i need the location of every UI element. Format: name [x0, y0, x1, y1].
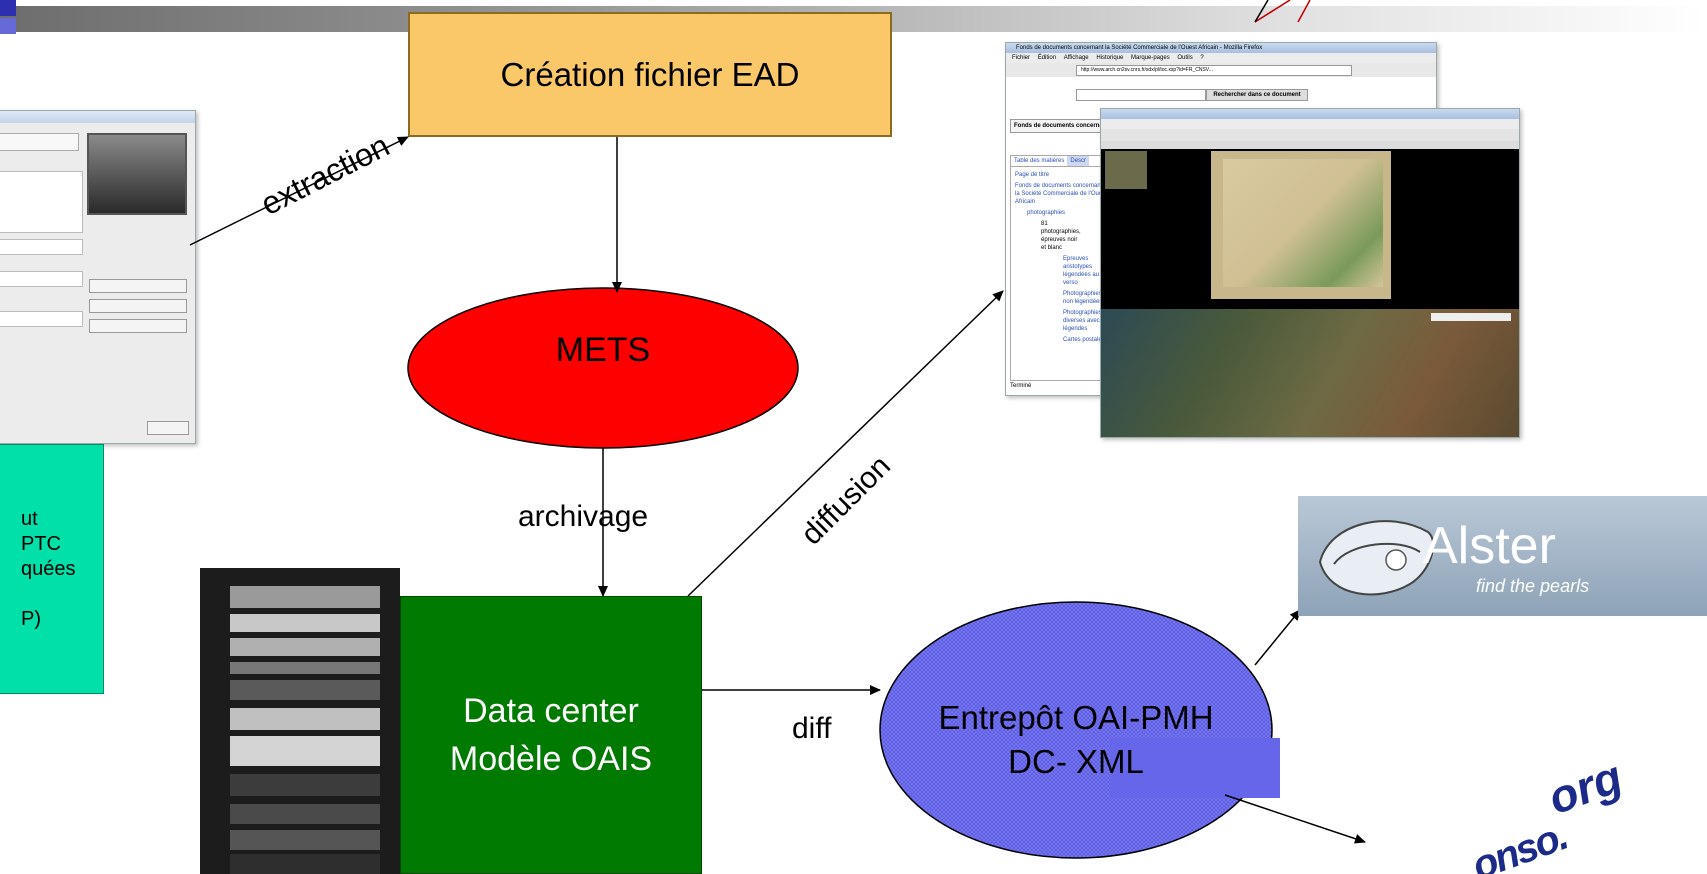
ead-creation-box: Création fichier EAD [408, 12, 892, 137]
mets-label-box: METS [408, 320, 798, 380]
toc-item[interactable]: Fonds de documents concernant la Société… [1015, 183, 1107, 205]
oaister-logo: Alster find the pearls [1298, 496, 1707, 616]
accent-square [0, 0, 16, 16]
menu-item[interactable]: Affichage [1063, 55, 1089, 61]
mets-label: METS [555, 330, 651, 369]
oaister-tagline: find the pearls [1476, 576, 1590, 596]
entrepot-line2: DC- XML [1008, 743, 1144, 780]
status-text: Terminé [1010, 383, 1032, 389]
map-viewer-screenshot [1100, 108, 1520, 438]
tab-description[interactable]: Descr [1067, 156, 1090, 166]
menu-item[interactable]: Marque-pages [1131, 55, 1170, 61]
menu-item[interactable]: Édition [1037, 55, 1057, 61]
top-red-shape [1254, 0, 1311, 23]
datacenter-line1: Data center [463, 692, 639, 730]
toc-item[interactable]: Page de titre [1015, 172, 1050, 178]
window-title: Fonds de documents concernant la Société… [1006, 43, 1436, 53]
org-logo: onso. org [1466, 749, 1629, 874]
green-note-line: ut [21, 507, 38, 530]
green-note-box: ut PTC quées P) [0, 444, 104, 694]
ead-creation-label: Création fichier EAD [500, 55, 800, 93]
extraction-arrow [189, 136, 409, 246]
org-text: org [1541, 749, 1629, 825]
toc-item[interactable]: Epreuves aristotypes légendées au verso [1063, 256, 1100, 286]
diffusion-arrow [687, 290, 1004, 597]
oyster-shell-icon [1318, 520, 1435, 596]
datacenter-line2: Modèle OAIS [449, 740, 653, 778]
entrepot-inner-rect [1110, 738, 1280, 798]
oaister-name: Alster [1423, 517, 1556, 575]
menu-item[interactable]: Historique [1096, 55, 1124, 61]
toc-panel: Table des matières Descr Page de titre F… [1010, 155, 1112, 381]
green-note-line: PTC [21, 532, 61, 555]
nav-toolbar: http://www.arch.cn2sv.cnrs.fr/sdx/pl/toc… [1006, 63, 1436, 77]
search-input[interactable] [1076, 89, 1206, 101]
datacenter-box: Data center Modèle OAIS [400, 596, 702, 874]
entrepot-line1: Entrepôt OAI-PMH [938, 699, 1214, 736]
entrepot-label-box: Entrepôt OAI-PMH DC- XML [880, 690, 1272, 790]
menu-item[interactable]: ? [1200, 55, 1204, 61]
toc-item[interactable]: Photographies non légendées [1063, 291, 1103, 305]
org-arrow [1224, 794, 1366, 844]
accent-square-light [0, 18, 16, 34]
server-rack-photo [200, 568, 400, 874]
menu-item[interactable]: Fichier [1012, 55, 1031, 61]
menu-bar: Fichier Édition Affichage Historique Mar… [1006, 53, 1436, 63]
toc-item[interactable]: Photographies diverses avec légendes [1063, 310, 1102, 332]
archivage-label: archivage [518, 500, 649, 533]
url-bar[interactable]: http://www.arch.cn2sv.cnrs.fr/sdx/pl/toc… [1076, 65, 1352, 76]
metadata-dialog-screenshot [0, 110, 196, 444]
menu-item[interactable]: Outils [1177, 55, 1193, 61]
top-red-outline [1254, 0, 1269, 23]
toc-item[interactable]: Cartes postales [1063, 337, 1105, 343]
green-note-line: P) [21, 607, 41, 630]
toc-item[interactable]: 81 photographies, épreuves noir et blanc [1041, 221, 1081, 251]
oaister-arrow [1254, 609, 1301, 666]
search-document-button[interactable]: Rechercher dans ce document [1206, 89, 1308, 101]
tab-toc[interactable]: Table des matières [1011, 156, 1068, 166]
toc-item[interactable]: photographies [1027, 210, 1066, 216]
green-note-line: quées [21, 557, 76, 580]
diff-label: diff [792, 712, 832, 745]
